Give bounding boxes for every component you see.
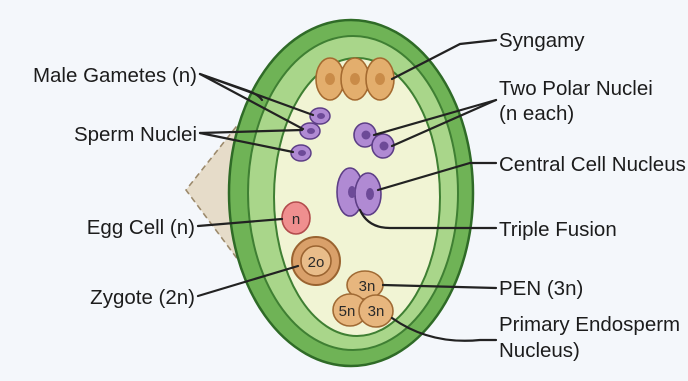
label-two-polar-nuclei-sub: (n each) bbox=[499, 102, 574, 125]
pen-top-ploidy: 3n bbox=[359, 278, 376, 295]
label-primary-endosperm: Primary Endosperm bbox=[499, 313, 680, 336]
central-nucleus-core bbox=[348, 186, 356, 198]
label-sperm-nuclei: Sperm Nuclei bbox=[74, 123, 197, 146]
synergid-nucleus bbox=[350, 73, 360, 85]
synergid-cells bbox=[316, 58, 394, 100]
synergid-nucleus bbox=[375, 73, 385, 85]
label-triple-fusion: Triple Fusion bbox=[499, 218, 617, 241]
central-cell-nucleus bbox=[337, 168, 381, 216]
label-pen: PEN (3n) bbox=[499, 277, 583, 300]
egg-cell-ploidy: n bbox=[292, 211, 300, 228]
label-syngamy: Syngamy bbox=[499, 29, 585, 52]
label-two-polar-nuclei: Two Polar Nuclei bbox=[499, 77, 653, 100]
zygote-cell: 2o bbox=[292, 237, 340, 285]
central-nucleus-core bbox=[366, 188, 374, 200]
label-male-gametes: Male Gametes (n) bbox=[33, 64, 197, 87]
polar-nucleus-core bbox=[380, 142, 389, 151]
polar-nucleus-core bbox=[362, 131, 371, 140]
synergid-nucleus bbox=[325, 73, 335, 85]
sperm-nucleus-core bbox=[298, 150, 306, 156]
label-primary-endosperm-sub: Nucleus) bbox=[499, 339, 580, 362]
pen-right-ploidy: 3n bbox=[368, 303, 385, 320]
egg-cell: n bbox=[282, 202, 310, 234]
zygote-ploidy: 2o bbox=[308, 254, 325, 271]
label-central-cell-nucleus: Central Cell Nucleus bbox=[499, 153, 686, 176]
male-gamete-core bbox=[317, 113, 325, 119]
pen-left-ploidy: 5n bbox=[339, 303, 356, 320]
sperm-nucleus-core bbox=[307, 128, 315, 134]
label-zygote: Zygote (2n) bbox=[90, 286, 195, 309]
label-egg-cell: Egg Cell (n) bbox=[87, 216, 195, 239]
